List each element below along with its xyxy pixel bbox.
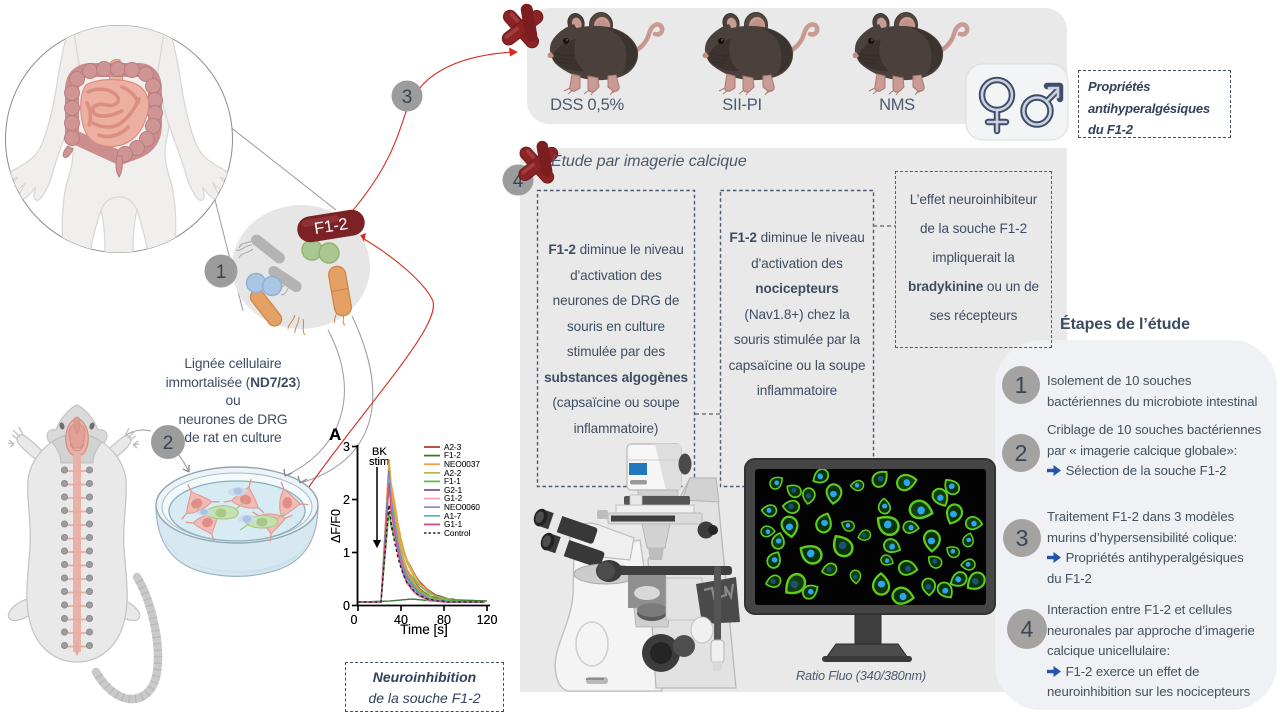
- svg-text:2: 2: [1015, 440, 1028, 466]
- svg-text:stim: stim: [369, 456, 389, 468]
- svg-text:A2-3: A2-3: [444, 443, 462, 452]
- svg-text:1: 1: [343, 546, 350, 560]
- svg-text:40: 40: [394, 613, 408, 627]
- svg-text:A1-7: A1-7: [444, 512, 462, 521]
- svg-text:0: 0: [343, 599, 350, 613]
- svg-text:3: 3: [343, 440, 350, 454]
- svg-text:0: 0: [343, 599, 350, 613]
- svg-text:2: 2: [343, 493, 350, 507]
- svg-text:NEO0037: NEO0037: [444, 460, 480, 469]
- svg-text:40: 40: [394, 613, 408, 627]
- svg-text:80: 80: [437, 613, 451, 627]
- svg-text:G1-2: G1-2: [444, 494, 463, 503]
- svg-text:2: 2: [163, 433, 174, 454]
- svg-text:NEO0060: NEO0060: [444, 503, 480, 512]
- svg-text:0: 0: [351, 613, 358, 627]
- svg-text:A1-7: A1-7: [444, 512, 462, 521]
- svg-text:BK: BK: [372, 446, 387, 458]
- svg-text:A2-2: A2-2: [444, 469, 462, 478]
- svg-text:4: 4: [1021, 616, 1034, 642]
- svg-text:G1-1: G1-1: [444, 520, 463, 529]
- svg-text:Control: Control: [444, 529, 471, 538]
- svg-text:Time [s]: Time [s]: [400, 622, 448, 637]
- svg-text:A2-2: A2-2: [444, 469, 462, 478]
- svg-text:1: 1: [343, 546, 350, 560]
- svg-text:1: 1: [1015, 372, 1028, 398]
- svg-text:ΔF/F0: ΔF/F0: [329, 509, 343, 543]
- svg-text:F1-1: F1-1: [444, 477, 461, 486]
- svg-text:Time [s]: Time [s]: [400, 622, 448, 637]
- svg-text:4: 4: [513, 171, 524, 192]
- svg-text:Control: Control: [444, 529, 471, 538]
- svg-text:A: A: [329, 425, 341, 444]
- svg-text:1: 1: [216, 262, 227, 283]
- svg-text:A2-3: A2-3: [444, 443, 462, 452]
- svg-text:F1-2: F1-2: [444, 451, 461, 460]
- svg-text:G1-1: G1-1: [444, 520, 463, 529]
- svg-text:120: 120: [477, 613, 498, 627]
- svg-text:ΔF/F0: ΔF/F0: [329, 509, 343, 543]
- svg-text:F1-1: F1-1: [444, 477, 461, 486]
- svg-text:G2-1: G2-1: [444, 486, 463, 495]
- svg-text:2: 2: [343, 493, 350, 507]
- svg-text:3: 3: [402, 87, 413, 108]
- svg-text:F1-2: F1-2: [444, 451, 461, 460]
- svg-text:stim: stim: [369, 456, 389, 468]
- svg-text:120: 120: [477, 613, 498, 627]
- svg-text:3: 3: [1016, 525, 1029, 551]
- svg-text:NEO0037: NEO0037: [444, 460, 480, 469]
- svg-text:BK: BK: [372, 446, 387, 458]
- svg-text:80: 80: [437, 613, 451, 627]
- svg-text:0: 0: [351, 613, 358, 627]
- svg-text:F1-2: F1-2: [313, 215, 349, 238]
- svg-text:NEO0060: NEO0060: [444, 503, 480, 512]
- svg-text:G1-2: G1-2: [444, 494, 463, 503]
- svg-text:A: A: [329, 425, 341, 444]
- svg-text:G2-1: G2-1: [444, 486, 463, 495]
- svg-text:3: 3: [343, 440, 350, 454]
